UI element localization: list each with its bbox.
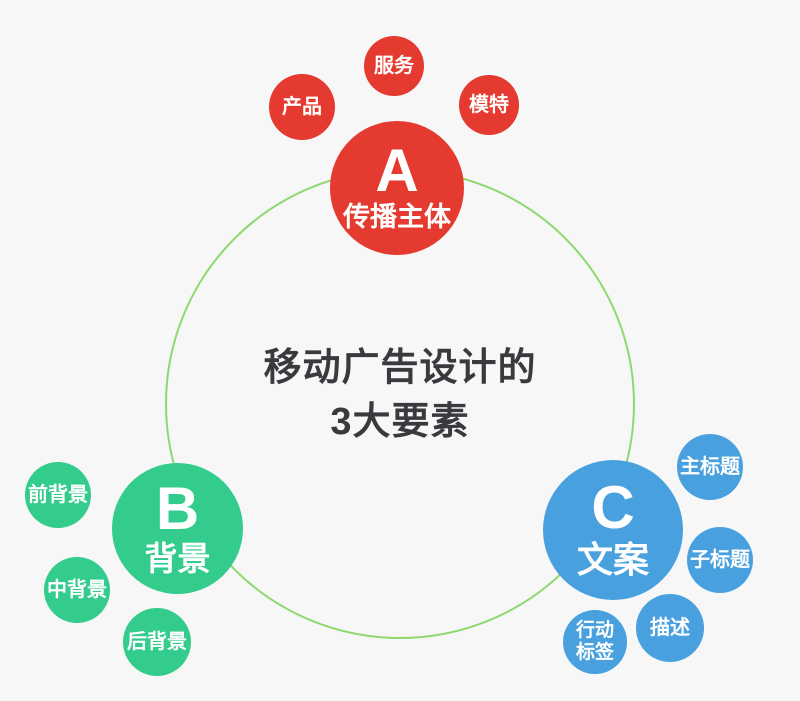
satellite-middle-background-label: 中背景 [47, 578, 107, 601]
node-b-letter: B [155, 474, 200, 542]
satellite-product: 产品 [269, 74, 335, 140]
node-b-label: 背景 [144, 539, 211, 577]
satellite-main-title-label: 主标题 [680, 455, 740, 478]
title-line-1: 移动广告设计的 [263, 347, 537, 389]
node-c-letter: C [591, 474, 635, 542]
satellite-subtitle-label: 子标题 [690, 548, 750, 571]
satellite-front-background: 前背景 [25, 462, 91, 528]
satellite-main-title: 主标题 [677, 434, 743, 500]
satellite-model-label: 模特 [469, 93, 509, 116]
node-c-copywriting: C 文案 [543, 460, 683, 600]
node-a-subject: A 传播主体 [330, 121, 464, 255]
satellite-model: 模特 [459, 75, 519, 135]
node-c-label: 文案 [576, 539, 649, 581]
satellite-service: 服务 [364, 36, 424, 96]
satellite-action-label-label: 行动 标签 [575, 620, 614, 663]
node-b-background: B 背景 [112, 463, 243, 594]
satellite-service-label: 服务 [374, 54, 414, 77]
satellite-product-label: 产品 [282, 95, 322, 118]
diagram-title: 移动广告设计的 3大要素 [0, 341, 800, 449]
satellite-description: 描述 [636, 594, 704, 662]
satellite-back-background-label: 后背景 [127, 630, 187, 653]
node-a-letter: A [375, 137, 419, 205]
satellite-description-label: 描述 [650, 616, 690, 639]
title-line-2: 3大要素 [330, 401, 470, 443]
satellite-middle-background: 中背景 [44, 557, 110, 623]
satellite-back-background: 后背景 [123, 608, 191, 676]
node-a-label: 传播主体 [343, 202, 451, 233]
satellite-action-label: 行动 标签 [563, 610, 627, 674]
satellite-subtitle: 子标题 [687, 527, 753, 593]
satellite-front-background-label: 前背景 [28, 483, 88, 506]
